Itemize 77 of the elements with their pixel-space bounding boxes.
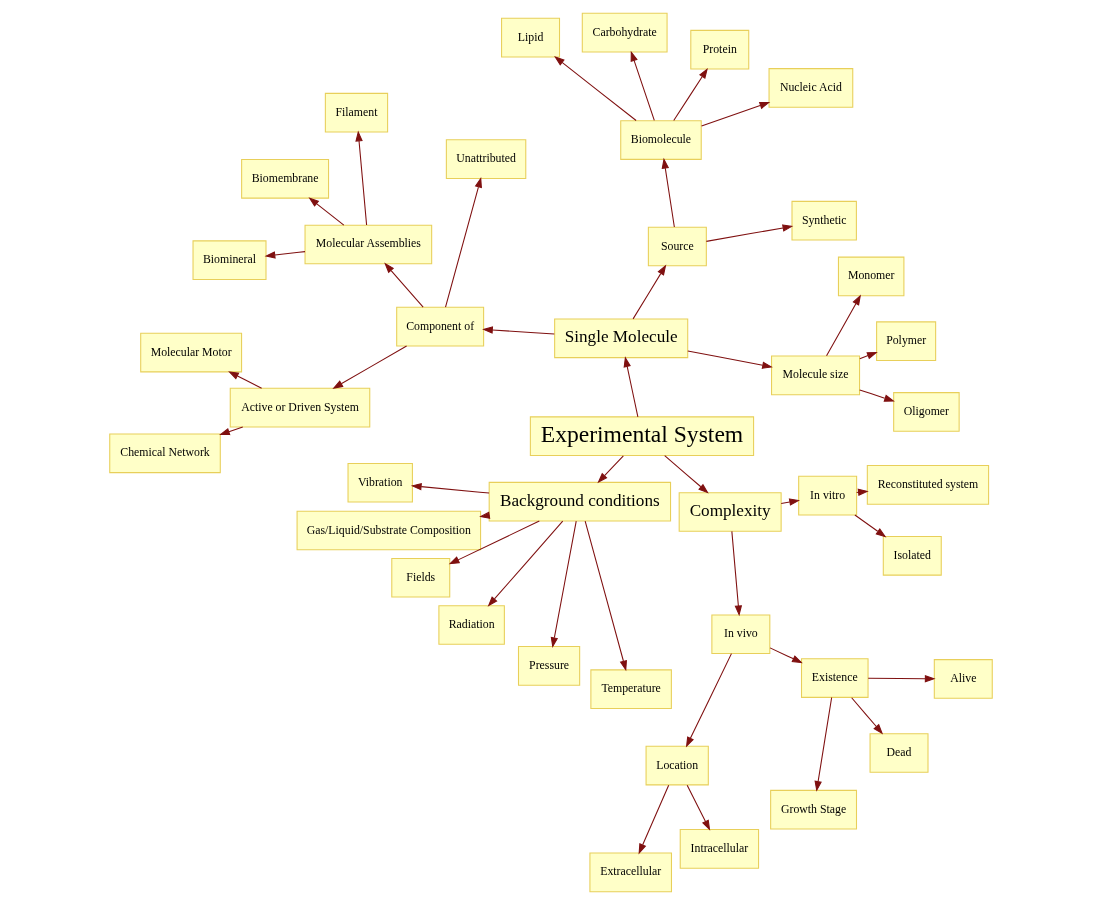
arrow [867, 674, 936, 682]
arrow [623, 355, 639, 417]
node-box: Monomer [837, 256, 905, 296]
arrow [632, 264, 667, 319]
node-box: In vivo [711, 613, 771, 654]
node-box: Protein [690, 29, 750, 70]
node-box: Radiation [438, 604, 505, 645]
node-box: Alive [933, 658, 993, 699]
node-box: Filament [324, 92, 389, 133]
arrow [705, 223, 794, 242]
node-box: Location [645, 745, 709, 785]
arrow [355, 130, 368, 226]
node-box: Polymer [876, 320, 937, 361]
arrow [482, 325, 555, 335]
arrow [384, 262, 424, 308]
arrow [859, 351, 878, 359]
arrow [332, 345, 408, 389]
node-box: Biomembrane [241, 158, 330, 199]
node-box: Complexity [678, 491, 782, 532]
node-box: Reconstituted system [866, 464, 990, 505]
node-box: Existence [800, 657, 869, 698]
node-box: Experimental System [529, 415, 755, 456]
arrow [638, 784, 670, 854]
arrow [673, 67, 708, 121]
arrow [687, 350, 773, 369]
node-box: Biomineral [192, 239, 267, 280]
node-box: Dead [869, 732, 929, 773]
arrow [731, 530, 743, 616]
arrow [851, 696, 884, 734]
arrow [661, 157, 675, 227]
arrow [584, 520, 627, 671]
node-box: Component of [396, 306, 485, 346]
arrow [769, 646, 803, 663]
arrow [630, 50, 655, 121]
arrow [854, 513, 887, 537]
arrow [814, 696, 833, 792]
node-box: Molecule size [771, 355, 861, 395]
arrow [597, 454, 624, 483]
node-box: Temperature [590, 668, 672, 709]
arrow [664, 454, 709, 494]
node-box: Active or Driven System [229, 387, 371, 427]
arrow [826, 294, 861, 356]
arrow [487, 520, 564, 607]
arrow [228, 370, 263, 389]
node-box: Synthetic [791, 200, 857, 241]
arrow [264, 250, 306, 259]
arrow [448, 520, 540, 564]
node-box: Lipid [501, 17, 561, 57]
node-box: Vibration [347, 462, 413, 503]
node-box: Nucleic Acid [768, 67, 854, 108]
node-box: Isolated [882, 535, 942, 576]
node-box: Fields [391, 557, 451, 598]
arrow [780, 497, 800, 506]
node-box: Molecular Assemblies [304, 224, 433, 264]
arrow [859, 388, 895, 402]
arrow [410, 482, 490, 494]
arrow [550, 520, 577, 648]
node-box: Unattributed [445, 138, 527, 179]
node-box: Molecular Motor [140, 332, 243, 372]
arrow [686, 784, 711, 831]
arrow [685, 652, 732, 748]
arrow [308, 196, 345, 226]
node-box: Extracellular [589, 852, 672, 892]
node-box: Gas/Liquid/Substrate Composition [296, 510, 482, 550]
node-box: Oligomer [893, 391, 960, 432]
node-box: Biomolecule [620, 119, 702, 160]
node-box: Growth Stage [770, 789, 858, 830]
node-box: Pressure [517, 645, 581, 686]
node-box: Single Molecule [554, 317, 689, 358]
node-box: Intracellular [679, 828, 760, 869]
arrow [219, 425, 244, 435]
node-box: Source [647, 226, 707, 266]
arrow [445, 176, 482, 308]
node-box: Chemical Network [109, 433, 221, 473]
node-box: Carbohydrate [581, 12, 668, 52]
arrow [701, 101, 771, 126]
arrow [554, 55, 637, 121]
